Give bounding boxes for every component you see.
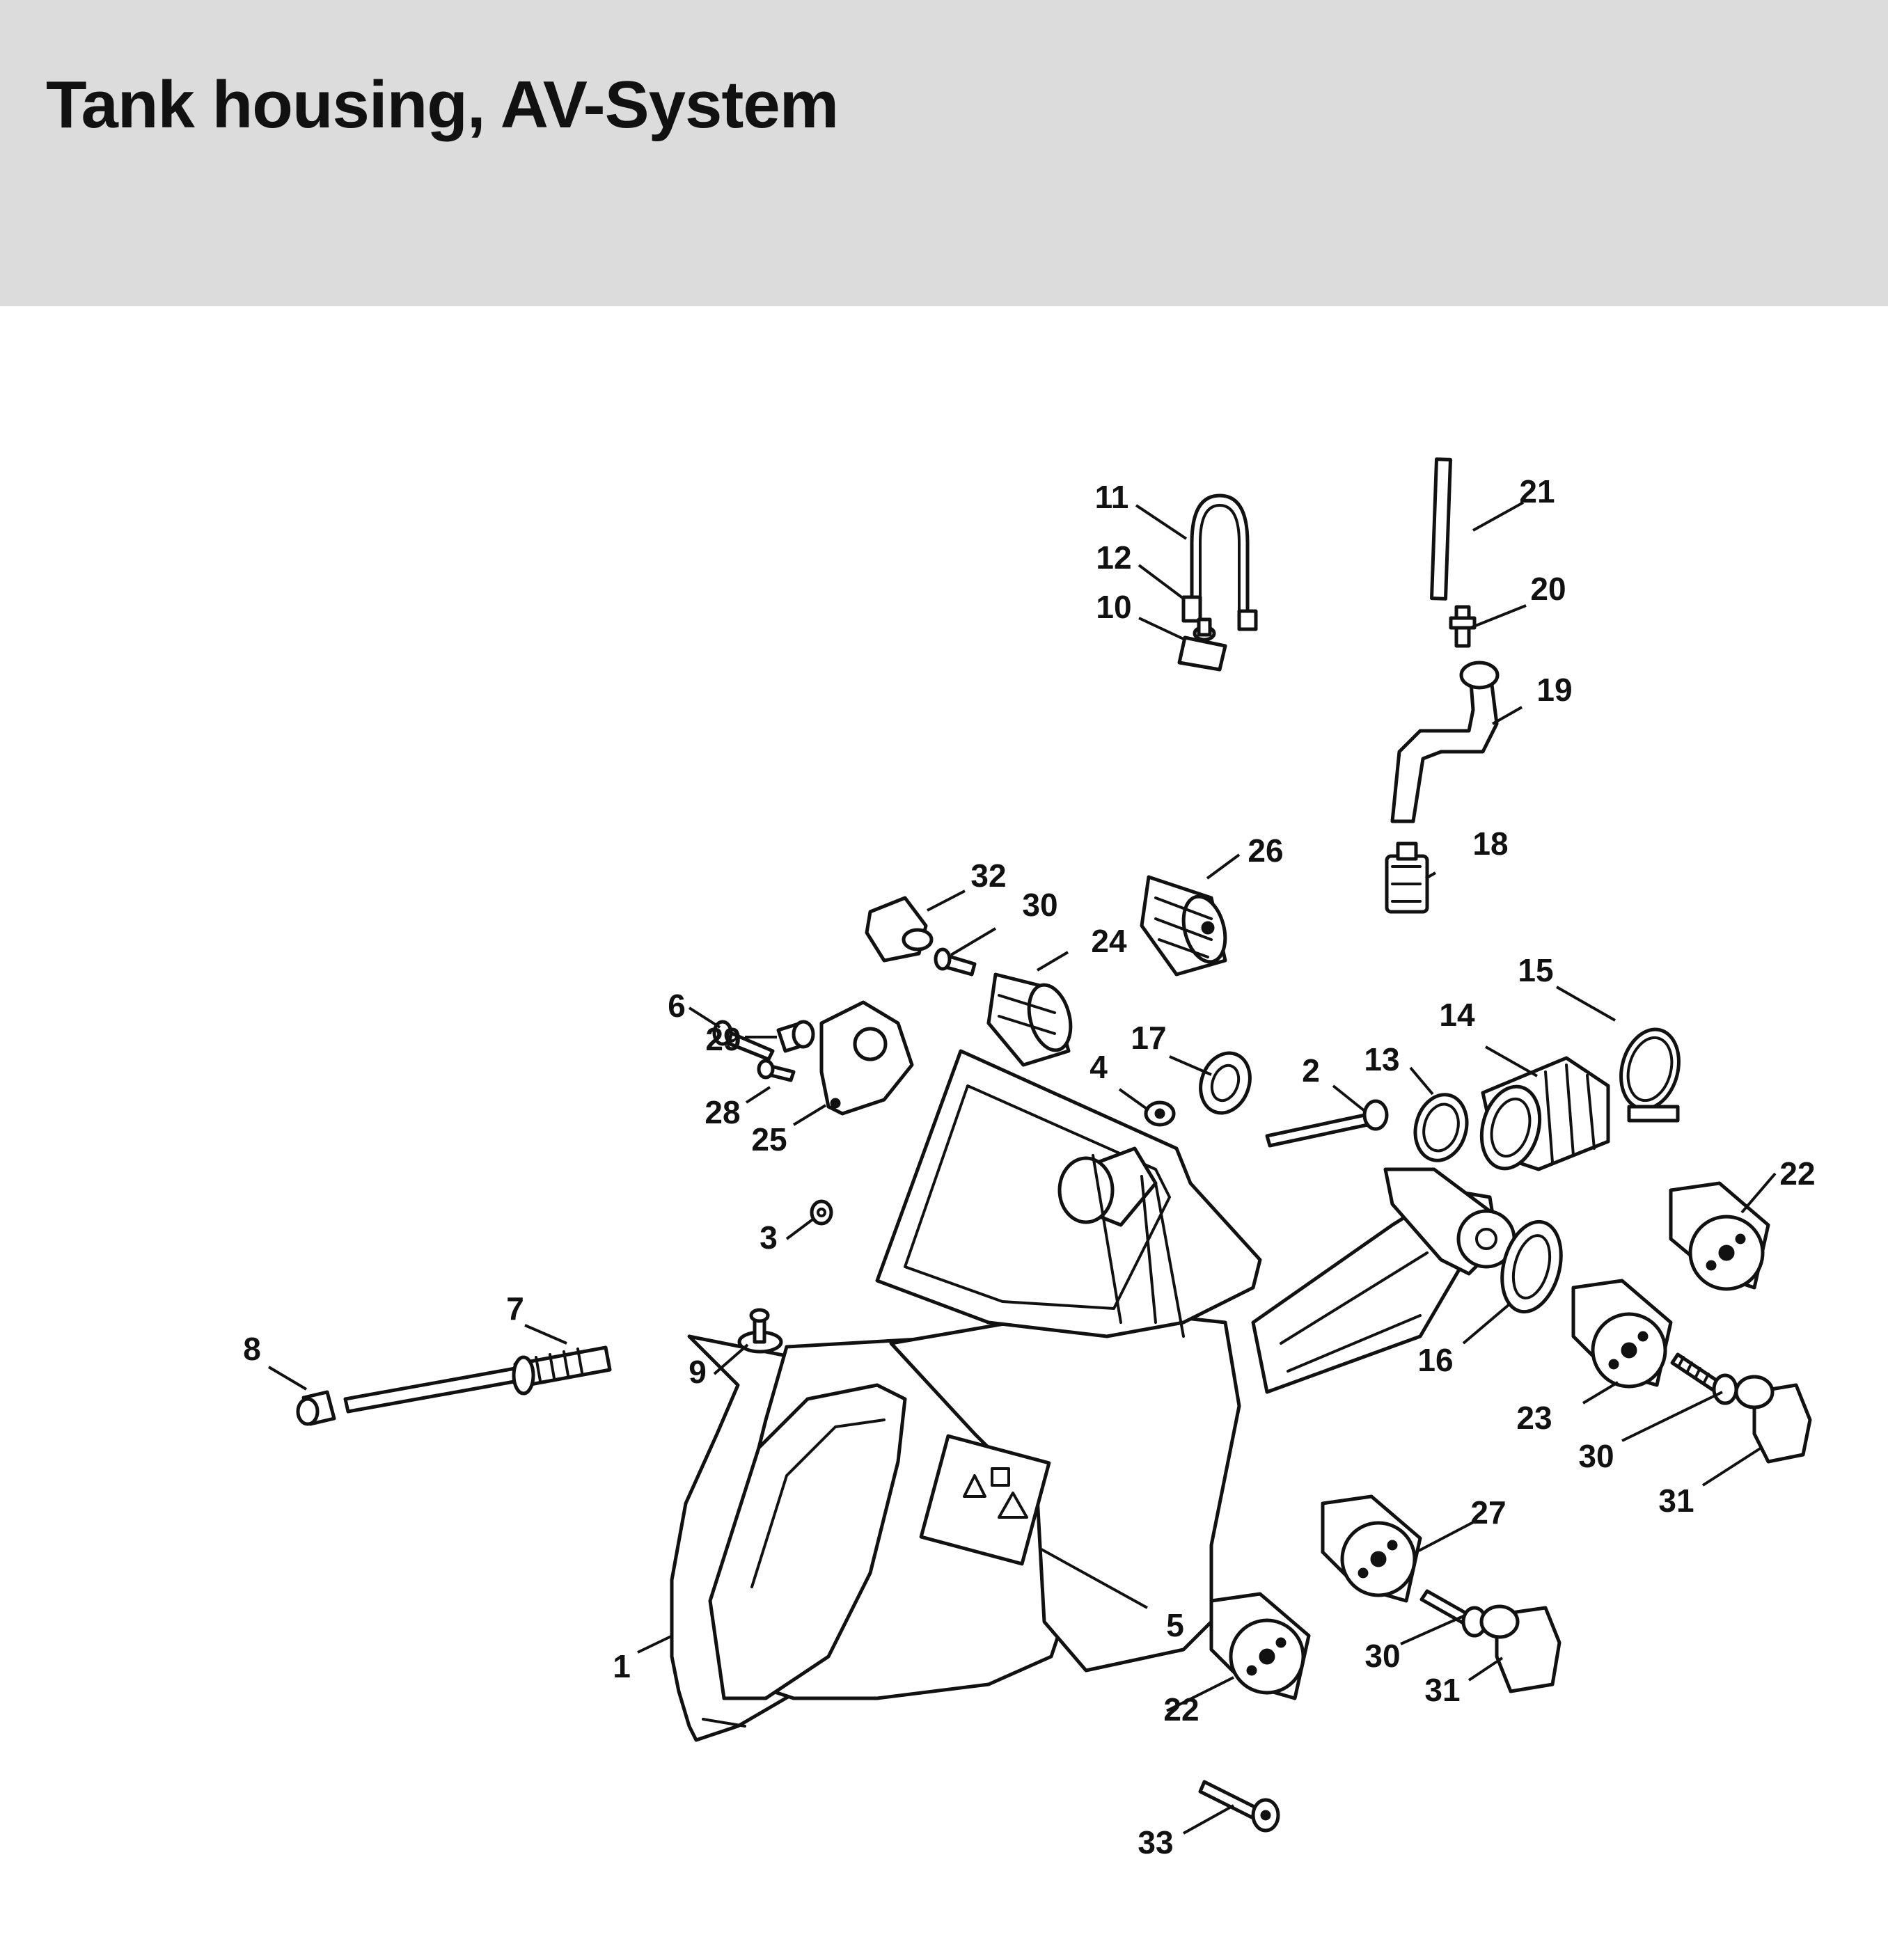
- callout-26: 26: [1248, 832, 1283, 869]
- callout-23: 23: [1516, 1400, 1552, 1436]
- callout-7: 7: [506, 1290, 524, 1327]
- buffer-26: [1140, 875, 1227, 977]
- callout-16: 16: [1417, 1342, 1453, 1378]
- bolt-33: [1198, 1780, 1280, 1833]
- nut-8: [296, 1390, 336, 1426]
- cap-31-right: [1734, 1375, 1812, 1464]
- fuel-hose-u: [1181, 493, 1258, 631]
- callout-25: 25: [751, 1121, 787, 1157]
- fuel-hose-curved: [1390, 661, 1500, 823]
- ring-13: [1413, 1093, 1469, 1162]
- callout-19: 19: [1536, 672, 1572, 708]
- callout-31-bottom: 31: [1424, 1672, 1460, 1708]
- plate-32: [865, 896, 934, 963]
- callout-11: 11: [1095, 479, 1129, 515]
- callout-10: 10: [1096, 589, 1131, 625]
- callout-30-top: 30: [1022, 887, 1057, 923]
- callout-6: 6: [668, 988, 686, 1024]
- screw-30-right: [1670, 1352, 1738, 1405]
- callout-3: 3: [760, 1219, 778, 1256]
- callout-2: 2: [1302, 1052, 1320, 1089]
- plug-part: [1177, 617, 1227, 672]
- callout-24: 24: [1091, 923, 1127, 959]
- callout-32: 32: [970, 858, 1006, 894]
- callout-14: 14: [1439, 997, 1475, 1033]
- callout-22-top: 22: [1779, 1155, 1815, 1192]
- callout-15: 15: [1518, 952, 1553, 988]
- leader-lines: [267, 501, 1777, 1835]
- pickup-tube: [1430, 457, 1452, 601]
- callout-13: 13: [1364, 1041, 1399, 1077]
- rod-7: [343, 1345, 612, 1414]
- buffer-27: [1321, 1494, 1422, 1603]
- callout-5: 5: [1166, 1607, 1184, 1643]
- manifold-14: [1479, 1056, 1610, 1171]
- nut-4: [1144, 1100, 1176, 1127]
- callout-labels: 1 2 3 4 5 6 7 8 9 10 11 12 13 14 15 16 1…: [243, 473, 1815, 1860]
- cap-31-bottom: [1479, 1604, 1561, 1693]
- ring-17: [1199, 1051, 1252, 1115]
- fuel-strainer: [1385, 841, 1429, 914]
- callout-31-right: 31: [1658, 1483, 1694, 1519]
- callout-8: 8: [243, 1331, 261, 1367]
- screw-30-bottom: [1419, 1589, 1488, 1638]
- screw-9: [737, 1308, 783, 1354]
- callout-21: 21: [1519, 473, 1555, 509]
- clamp-15: [1619, 1027, 1681, 1123]
- connector-nipple: [1449, 605, 1477, 648]
- callout-27: 27: [1470, 1494, 1506, 1531]
- buffer-22-bottom: [1209, 1592, 1311, 1700]
- callout-1: 1: [613, 1648, 631, 1684]
- callout-29: 29: [705, 1021, 741, 1057]
- sleeve-29: [776, 1020, 815, 1053]
- callout-22-bottom: 22: [1163, 1691, 1199, 1728]
- callout-12: 12: [1096, 539, 1131, 576]
- buffer-23: [1571, 1279, 1673, 1389]
- washer-3: [810, 1199, 833, 1226]
- tank-housing-part: [670, 1049, 1516, 1742]
- callout-4: 4: [1089, 1049, 1108, 1085]
- callout-30-right: 30: [1578, 1438, 1614, 1474]
- callout-33: 33: [1138, 1824, 1173, 1860]
- callout-20: 20: [1530, 571, 1566, 607]
- page-title: Tank housing, AV-System: [46, 68, 839, 142]
- callout-17: 17: [1131, 1020, 1166, 1056]
- screw-2: [1265, 1099, 1389, 1148]
- callout-18: 18: [1472, 825, 1508, 862]
- screw-30-top: [934, 947, 977, 977]
- bolt-28: [757, 1059, 796, 1082]
- callout-30-bottom: 30: [1364, 1638, 1400, 1674]
- callout-28: 28: [705, 1094, 740, 1130]
- ring-16: [1500, 1219, 1563, 1314]
- callout-9: 9: [689, 1354, 707, 1390]
- header-band: Tank housing, AV-System: [0, 0, 1888, 306]
- bracket-25: [819, 1000, 914, 1116]
- buffer-24: [986, 972, 1073, 1067]
